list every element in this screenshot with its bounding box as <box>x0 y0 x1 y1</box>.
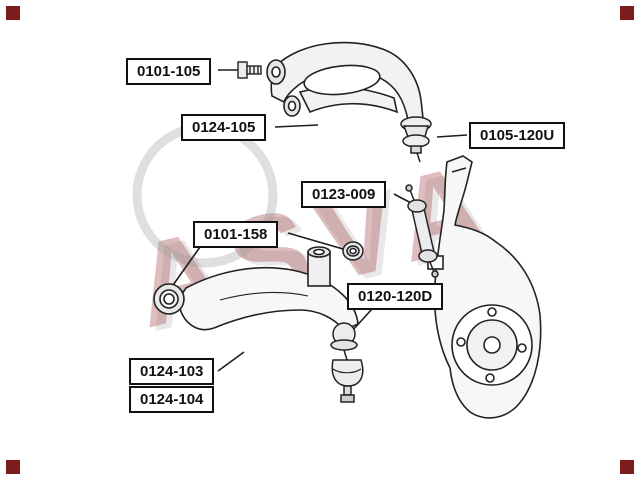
corner-marker-icon <box>6 6 20 20</box>
mount-bolt-icon <box>237 61 262 79</box>
part-label-0101-105: 0101-105 <box>126 58 212 85</box>
steering-knuckle-drawing <box>427 155 542 419</box>
corner-marker-icon <box>620 6 634 20</box>
part-label-0124-105: 0124-105 <box>181 114 267 141</box>
lower-ball-joint-icon <box>330 322 364 403</box>
upper-ball-joint-icon <box>400 116 432 163</box>
corner-marker-icon <box>6 460 20 474</box>
upper-control-arm-drawing <box>266 41 424 121</box>
part-label-0124-104: 0124-104 <box>129 386 215 413</box>
part-label-0123-009: 0123-009 <box>301 181 387 208</box>
part-label-0124-103: 0124-103 <box>129 358 215 385</box>
stabilizer-link-icon <box>405 184 439 278</box>
corner-marker-icon <box>620 460 634 474</box>
lower-control-arm-drawing <box>153 246 359 331</box>
part-label-0105-120U: 0105-120U <box>469 122 566 149</box>
part-label-0101-158: 0101-158 <box>193 221 279 248</box>
leader-lines <box>170 69 468 372</box>
part-label-0120-120D: 0120-120D <box>347 283 444 310</box>
arm-bushing-icon <box>342 241 364 261</box>
